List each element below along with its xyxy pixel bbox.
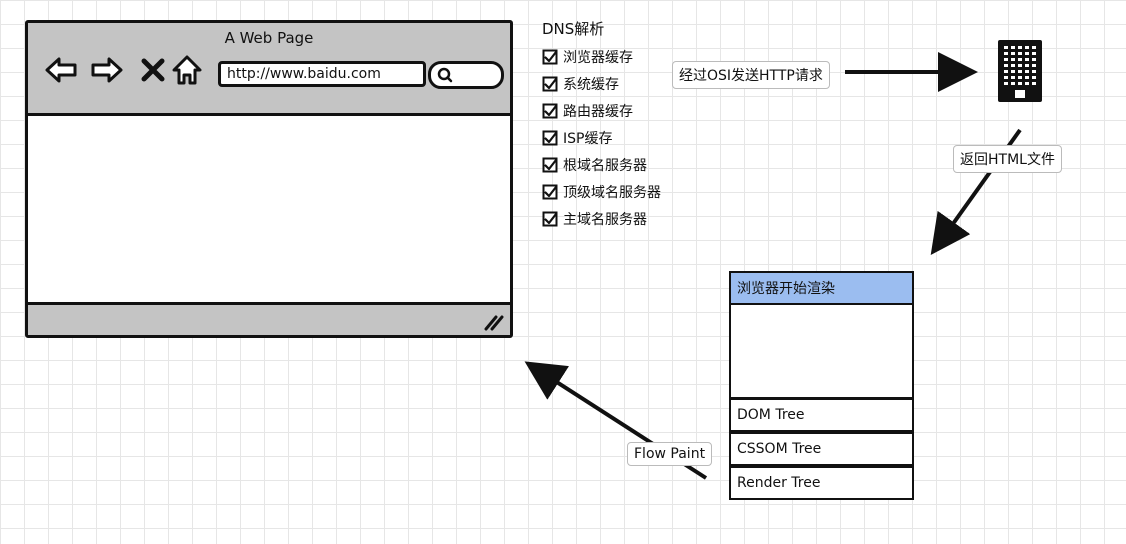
dns-item-label: 根域名服务器	[563, 158, 647, 174]
return-html-label: 返回HTML文件	[953, 145, 1062, 173]
dns-item-label: 路由器缓存	[563, 104, 633, 120]
render-start-header: 浏览器开始渲染	[729, 271, 914, 305]
dns-item-label: 顶级域名服务器	[563, 185, 661, 201]
dns-item-label: 浏览器缓存	[563, 50, 633, 66]
dns-item[interactable]: 主域名服务器	[542, 209, 647, 229]
dns-item[interactable]: 系统缓存	[542, 74, 619, 94]
search-icon	[437, 67, 453, 83]
checkbox-checked-icon[interactable]	[542, 157, 558, 173]
browser-title: A Web Page	[224, 29, 314, 47]
dns-item-label: 主域名服务器	[563, 212, 647, 228]
url-input[interactable]: http://www.baidu.com	[218, 61, 426, 87]
flow-paint-label: Flow Paint	[627, 442, 713, 466]
send-request-label: 经过OSI发送HTTP请求	[672, 61, 830, 89]
dns-item[interactable]: 浏览器缓存	[542, 47, 633, 67]
render-blank-panel	[729, 303, 914, 399]
checkbox-checked-icon[interactable]	[542, 76, 558, 92]
browser-status-bar	[28, 302, 510, 335]
checkbox-checked-icon[interactable]	[542, 130, 558, 146]
dom-tree-box: DOM Tree	[729, 398, 914, 432]
checkbox-checked-icon[interactable]	[542, 49, 558, 65]
server-building-icon	[998, 40, 1042, 102]
search-field[interactable]	[428, 61, 504, 89]
resize-grip-icon[interactable]	[482, 311, 504, 331]
browser-toolbar: A Web Page http://www.baidu.com	[28, 23, 510, 116]
dns-item[interactable]: ISP缓存	[542, 128, 612, 148]
home-icon[interactable]	[170, 53, 204, 87]
close-x-icon[interactable]	[136, 53, 170, 87]
dns-item-label: ISP缓存	[563, 131, 613, 147]
render-tree-box: Render Tree	[729, 466, 914, 500]
checkbox-checked-icon[interactable]	[542, 211, 558, 227]
forward-arrow-icon[interactable]	[90, 53, 124, 87]
dns-item[interactable]: 路由器缓存	[542, 101, 633, 121]
browser-mockup: A Web Page http://www.baidu.com	[25, 20, 513, 338]
dns-title: DNS解析	[542, 20, 605, 38]
checkbox-checked-icon[interactable]	[542, 103, 558, 119]
dns-item-label: 系统缓存	[563, 77, 619, 93]
dns-item[interactable]: 顶级域名服务器	[542, 182, 661, 202]
checkbox-checked-icon[interactable]	[542, 184, 558, 200]
cssom-tree-box: CSSOM Tree	[729, 432, 914, 466]
dns-item[interactable]: 根域名服务器	[542, 155, 647, 175]
back-arrow-icon[interactable]	[44, 53, 78, 87]
